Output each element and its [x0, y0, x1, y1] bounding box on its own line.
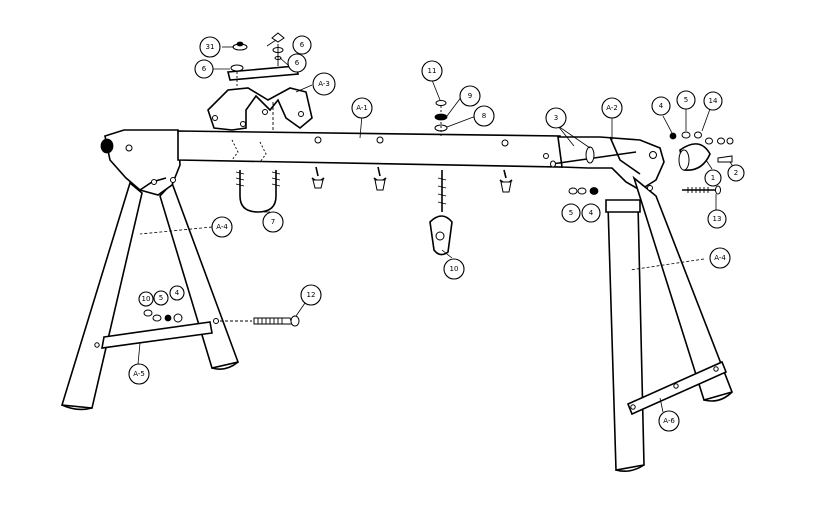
callout-10-left: 10 [138, 291, 154, 307]
u-bolt [235, 170, 281, 213]
callout-2-label: 2 [734, 169, 738, 177]
callout-7-label: 7 [271, 218, 275, 226]
callout-10-left-label: 10 [142, 295, 151, 303]
swing-hangers [311, 166, 513, 193]
callouts: 31 6 6 6 A-3 A-1 11 9 8 3 A-2 4 5 14 1 2… [128, 35, 745, 432]
callout-9-label: 9 [468, 92, 472, 100]
callout-a5: A-5 [128, 363, 150, 385]
callout-4-right: 4 [581, 203, 601, 223]
callout-1-label: 1 [711, 174, 715, 182]
callout-10: 10 [443, 258, 465, 280]
callout-5-right: 5 [561, 203, 581, 223]
callout-a3-label: A-3 [318, 80, 330, 88]
callout-13: 13 [707, 209, 727, 229]
left-corner-bracket [100, 129, 181, 196]
callout-6b-label: 6 [300, 41, 305, 49]
callout-8: 8 [473, 105, 495, 127]
top-beam-body [177, 130, 563, 168]
center-clamp-bracket [207, 32, 313, 131]
callout-6a: 6 [194, 59, 214, 79]
callout-4-left: 4 [169, 285, 185, 301]
leader-lines [137, 39, 735, 413]
callout-31: 31 [199, 36, 221, 58]
left-cross-brace [101, 321, 213, 349]
callout-5-top: 5 [676, 90, 696, 110]
callout-a1: A-1 [351, 97, 373, 119]
left-end-cap [100, 138, 114, 154]
right-front-leg [607, 204, 645, 471]
callout-12: 12 [300, 284, 322, 306]
right-corner-bracket [550, 131, 734, 195]
callout-5-left: 5 [153, 290, 169, 306]
callout-a4-left-label: A-4 [216, 223, 228, 231]
callout-6b: 6 [292, 35, 312, 55]
left-rear-leg [159, 181, 240, 369]
callout-2: 2 [727, 164, 745, 182]
callout-1: 1 [704, 169, 722, 187]
callout-3-label: 3 [554, 114, 558, 122]
center-hanger-bolt [429, 100, 453, 256]
callout-a4-right: A-4 [709, 247, 731, 269]
callout-4-left-label: 4 [175, 289, 180, 297]
callout-a6-label: A-6 [663, 417, 675, 425]
callout-a6: A-6 [658, 410, 680, 432]
callout-4-top-label: 4 [659, 102, 664, 110]
callout-11-label: 11 [428, 67, 437, 75]
callout-5-right-label: 5 [569, 209, 573, 217]
callout-6a-label: 6 [202, 65, 207, 73]
callout-10-label: 10 [450, 265, 459, 273]
callout-a2: A-2 [601, 97, 623, 119]
callout-12-label: 12 [307, 291, 316, 299]
callout-8-label: 8 [482, 112, 486, 120]
callout-5-top-label: 5 [684, 96, 688, 104]
callout-a3: A-3 [312, 72, 336, 96]
top-plate [226, 65, 300, 81]
callout-6c-label: 6 [295, 59, 300, 67]
top-beam [177, 130, 563, 168]
callout-14: 14 [703, 91, 723, 111]
right-a-frame [605, 175, 734, 472]
callout-7: 7 [262, 211, 284, 233]
callout-11: 11 [421, 60, 443, 82]
callout-13-label: 13 [713, 215, 722, 223]
callout-a5-label: A-5 [133, 370, 145, 378]
callout-5-left-label: 5 [159, 294, 163, 302]
callout-4-right-label: 4 [589, 209, 594, 217]
callout-a2-label: A-2 [606, 104, 618, 112]
callout-4-top: 4 [651, 96, 671, 116]
callout-3: 3 [545, 107, 567, 129]
left-bolt-assembly [143, 309, 300, 327]
callout-a1-label: A-1 [356, 104, 368, 112]
callout-14-label: 14 [709, 97, 718, 105]
callout-31-label: 31 [206, 43, 215, 51]
callout-a4-left: A-4 [211, 216, 233, 238]
callout-9: 9 [459, 85, 481, 107]
callout-a4-right-label: A-4 [714, 254, 726, 262]
callout-6c: 6 [287, 53, 307, 73]
